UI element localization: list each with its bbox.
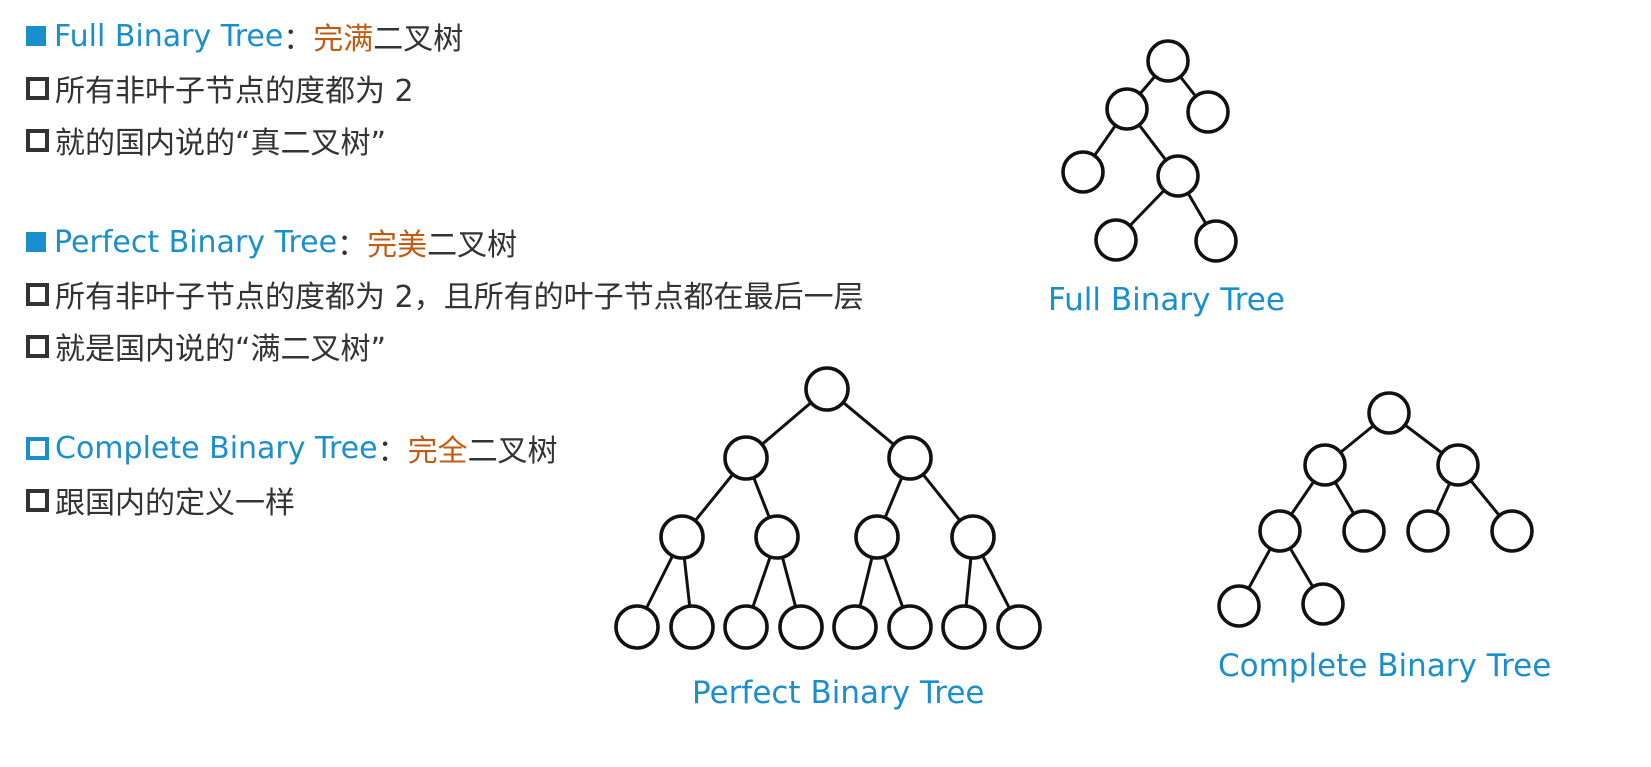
heading-separator: ： [283, 22, 314, 57]
tree-node [1490, 509, 1534, 553]
hollow-square-bullet-icon [26, 282, 49, 306]
tree-node [1406, 509, 1450, 553]
tree-node [1436, 443, 1480, 487]
tree-node [1258, 509, 1302, 553]
complete-point-1: 跟国内的定义一样 [26, 480, 295, 521]
tree-node [941, 604, 987, 650]
perfect-binary-tree-label: Perfect Binary Tree [692, 675, 985, 711]
tree-node [1367, 391, 1411, 435]
tree-node [659, 514, 705, 560]
hollow-square-bullet-icon [26, 76, 49, 100]
tree-node [854, 514, 900, 560]
full-point-1: 所有非叶子节点的度都为 2 [26, 68, 414, 109]
point-text: 所有非叶子节点的度都为 2 [55, 74, 414, 109]
tree-node [1217, 584, 1261, 628]
perfect-point-2: 就是国内说的“满二叉树” [26, 326, 387, 367]
heading-rest: 二叉树 [373, 22, 464, 57]
heading-english: Full Binary Tree [54, 18, 284, 54]
tree-node [669, 604, 715, 650]
tree-node [996, 604, 1042, 650]
filled-square-bullet-icon [26, 26, 46, 46]
complete-binary-tree-label: Complete Binary Tree [1218, 648, 1552, 684]
filled-square-bullet-icon [26, 232, 46, 252]
hollow-square-bullet-icon [26, 436, 49, 460]
tree-node [1061, 150, 1105, 194]
heading-highlight: 完满 [313, 22, 374, 57]
point-text: 所有非叶子节点的度都为 2，且所有的叶子节点都在最后一层 [55, 280, 864, 315]
tree-node [1105, 87, 1149, 131]
heading-highlight: 完美 [367, 228, 428, 263]
tree-node [887, 435, 933, 481]
tree-node [1194, 219, 1238, 263]
heading-highlight: 完全 [407, 434, 468, 469]
heading-separator: ： [337, 228, 368, 263]
point-text: 就是国内说的“满二叉树” [55, 332, 387, 367]
heading-rest: 二叉树 [427, 228, 518, 263]
tree-node [950, 514, 996, 560]
tree-node [1186, 90, 1230, 134]
complete-binary-tree-diagram [1217, 391, 1534, 628]
tree-node [778, 604, 824, 650]
full-binary-tree-heading: Full Binary Tree ： 完满 二叉树 [26, 16, 464, 57]
heading-english: Complete Binary Tree [55, 430, 378, 466]
hollow-square-bullet-icon [26, 128, 49, 152]
tree-node [1301, 582, 1345, 626]
full-point-2: 就的国内说的“真二叉树” [26, 120, 387, 161]
heading-separator: ： [377, 434, 408, 469]
tree-node [1303, 443, 1347, 487]
tree-node [1156, 154, 1200, 198]
hollow-square-bullet-icon [26, 334, 49, 358]
full-binary-tree-label: Full Binary Tree [1048, 282, 1285, 318]
complete-binary-tree-heading: Complete Binary Tree ： 完全 二叉树 [26, 428, 558, 469]
tree-node [887, 604, 933, 650]
tree-node [832, 604, 878, 650]
full-binary-tree-diagram [1061, 39, 1238, 263]
heading-english: Perfect Binary Tree [54, 224, 338, 260]
point-text: 跟国内的定义一样 [55, 486, 295, 521]
perfect-point-1: 所有非叶子节点的度都为 2，且所有的叶子节点都在最后一层 [26, 274, 864, 315]
tree-node [754, 514, 800, 560]
hollow-square-bullet-icon [26, 488, 49, 512]
tree-node [1342, 509, 1386, 553]
tree-node [1146, 39, 1190, 83]
tree-node [614, 604, 660, 650]
perfect-binary-tree-heading: Perfect Binary Tree ： 完美 二叉树 [26, 222, 518, 263]
tree-node [804, 366, 850, 412]
tree-node [723, 604, 769, 650]
heading-rest: 二叉树 [467, 434, 558, 469]
tree-node [723, 435, 769, 481]
perfect-binary-tree-diagram [614, 366, 1042, 650]
tree-node [1094, 218, 1138, 262]
point-text: 就的国内说的“真二叉树” [55, 126, 387, 161]
